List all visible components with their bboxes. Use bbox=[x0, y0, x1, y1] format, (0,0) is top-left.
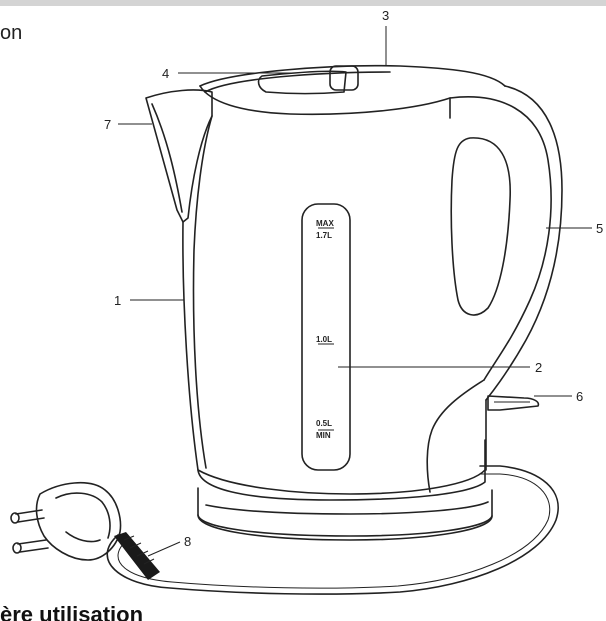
cropped-heading-fragment: on bbox=[0, 22, 23, 44]
callout-4: 4 bbox=[162, 66, 169, 81]
power-base bbox=[197, 487, 493, 541]
power-cord-inner bbox=[117, 473, 551, 589]
callout-1: 1 bbox=[114, 293, 121, 308]
cord-strain-relief bbox=[114, 532, 160, 580]
top-rule bbox=[0, 0, 606, 6]
callout-2: 2 bbox=[535, 360, 542, 375]
callout-6: 6 bbox=[576, 389, 583, 404]
handle bbox=[449, 85, 563, 401]
water-level-window bbox=[301, 203, 351, 471]
callout-8: 8 bbox=[184, 534, 191, 549]
max-capacity-label: 1.7L bbox=[316, 231, 332, 240]
cropped-section-heading: ère utilisation bbox=[0, 602, 144, 621]
spout bbox=[145, 89, 213, 223]
plug bbox=[10, 481, 122, 561]
min-capacity-label: 0.5L bbox=[316, 419, 332, 428]
leader-line-8 bbox=[147, 541, 181, 557]
power-cord bbox=[106, 465, 559, 595]
callout-5: 5 bbox=[596, 221, 603, 236]
callout-7: 7 bbox=[104, 117, 111, 132]
lid-button bbox=[257, 65, 359, 95]
max-label: MAX bbox=[316, 219, 334, 228]
rear-housing bbox=[426, 379, 487, 493]
kettle-body bbox=[182, 115, 486, 501]
mid-capacity-label: 1.0L bbox=[316, 335, 332, 344]
min-label: MIN bbox=[316, 431, 331, 440]
callout-3: 3 bbox=[382, 8, 389, 23]
on-off-switch bbox=[487, 395, 540, 411]
